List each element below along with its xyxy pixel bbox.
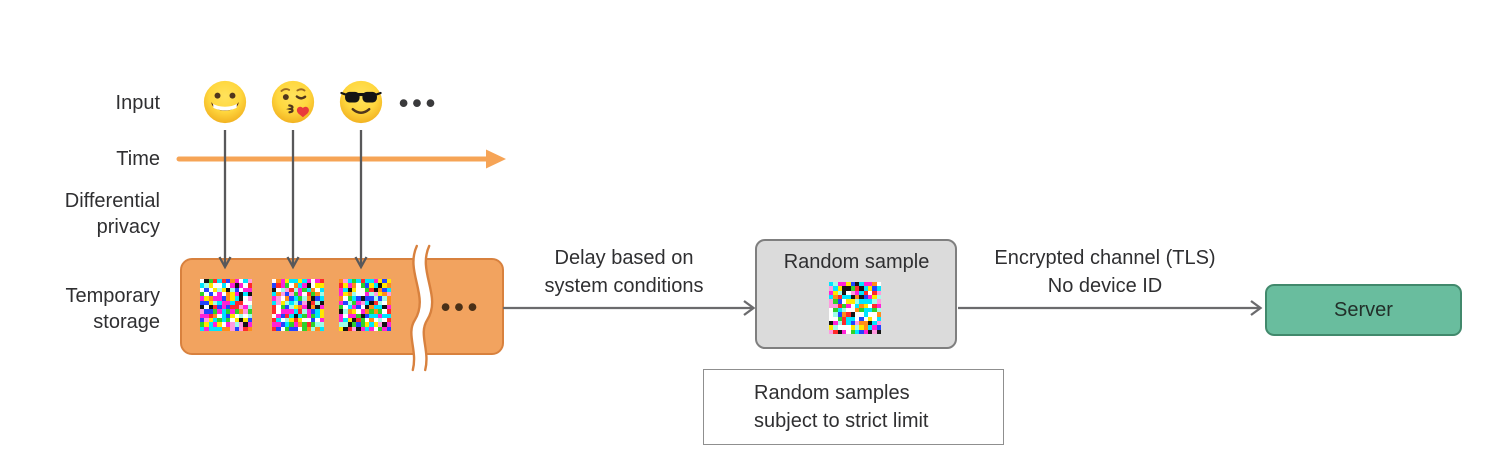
time-arrow [176, 149, 506, 169]
encrypted-channel-line2: No device ID [1047, 275, 1163, 297]
differential-privacy-line2: privacy [96, 216, 160, 238]
input-row-label: Input [115, 92, 160, 114]
differential-privacy-row-label: Differential privacy [0, 188, 160, 240]
temporary-storage-row-label: Temporary storage [0, 283, 160, 335]
temporary-storage-line1: Temporary [65, 285, 160, 307]
noise-square [272, 279, 324, 331]
encrypted-channel-arrow [958, 300, 1263, 316]
temporary-storage-line2: storage [93, 311, 160, 333]
limit-note-line1: Random samples [754, 382, 910, 404]
random-sample-label: Random sample [783, 251, 930, 273]
server-box: Server [1265, 284, 1462, 336]
delay-arrow [503, 300, 756, 316]
input-ellipsis: ••• [398, 88, 440, 118]
storage-ellipsis: ••• [440, 292, 482, 322]
encrypted-channel-line1: Encrypted channel (TLS) [994, 247, 1216, 269]
noise-square [200, 279, 252, 331]
emoji-drop-arrows [218, 130, 368, 270]
differential-privacy-line1: Differential [64, 190, 160, 212]
delay-label-line2: system conditions [544, 275, 704, 297]
face-blowing-kiss-emoji [271, 80, 315, 124]
time-row-label: Time [116, 148, 160, 170]
noise-square [339, 279, 391, 331]
delay-label: Delay based on system conditions [514, 244, 734, 300]
limit-note-line2: subject to strict limit [754, 410, 929, 432]
delay-label-line1: Delay based on [554, 247, 694, 269]
noise-square [829, 282, 881, 334]
limit-note-box: Random samples subject to strict limit [703, 369, 1004, 445]
grinning-face-emoji [203, 80, 247, 124]
smiling-face-with-sunglasses-emoji [339, 80, 383, 124]
server-label: Server [1334, 298, 1393, 321]
encrypted-channel-label: Encrypted channel (TLS) No device ID [975, 244, 1235, 300]
